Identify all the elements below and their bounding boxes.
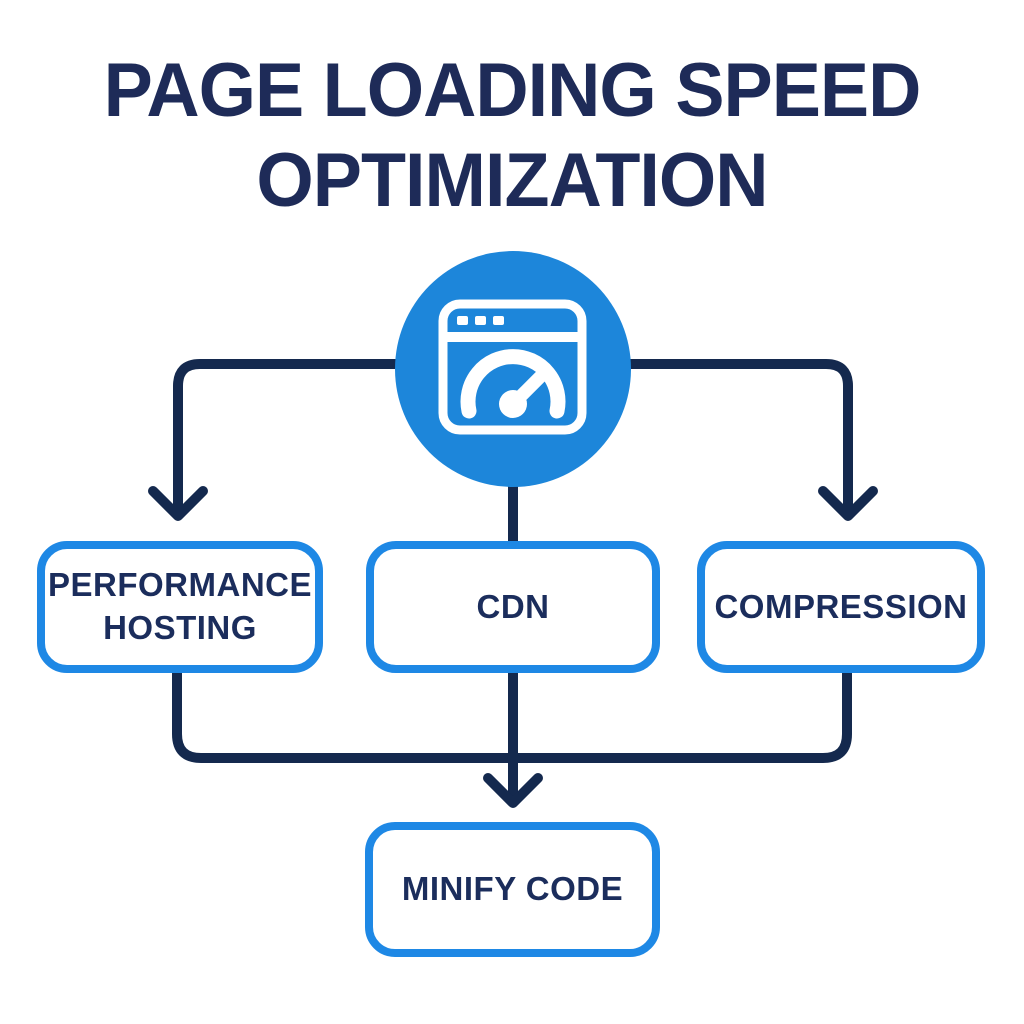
speedometer-browser-icon bbox=[438, 299, 587, 435]
node-label: MINIFY CODE bbox=[401, 870, 624, 908]
node-minify-code: MINIFY CODE bbox=[365, 822, 660, 957]
page-title: PAGE LOADING SPEED OPTIMIZATION bbox=[15, 46, 1008, 226]
arrowhead-compression bbox=[818, 486, 878, 521]
edge-root-performance bbox=[173, 359, 518, 511]
node-performance-hosting: PERFORMANCE HOSTING bbox=[37, 541, 323, 673]
page-title-line2: OPTIMIZATION bbox=[256, 138, 768, 223]
edge-compression-minify bbox=[513, 663, 852, 763]
root-node bbox=[395, 251, 631, 487]
root-node-circle bbox=[395, 251, 631, 487]
arrowhead-minify bbox=[483, 773, 543, 808]
page-title-line1: PAGE LOADING SPEED bbox=[103, 48, 922, 133]
edge-root-compression bbox=[508, 359, 853, 511]
arrowhead-performance bbox=[148, 486, 208, 521]
node-label: COMPRESSION bbox=[714, 587, 968, 625]
edge-performance-minify bbox=[172, 663, 513, 763]
node-label: PERFORMANCE HOSTING bbox=[48, 566, 313, 646]
node-label: CDN bbox=[476, 587, 550, 625]
node-cdn: CDN bbox=[366, 541, 660, 673]
node-compression: COMPRESSION bbox=[697, 541, 985, 673]
